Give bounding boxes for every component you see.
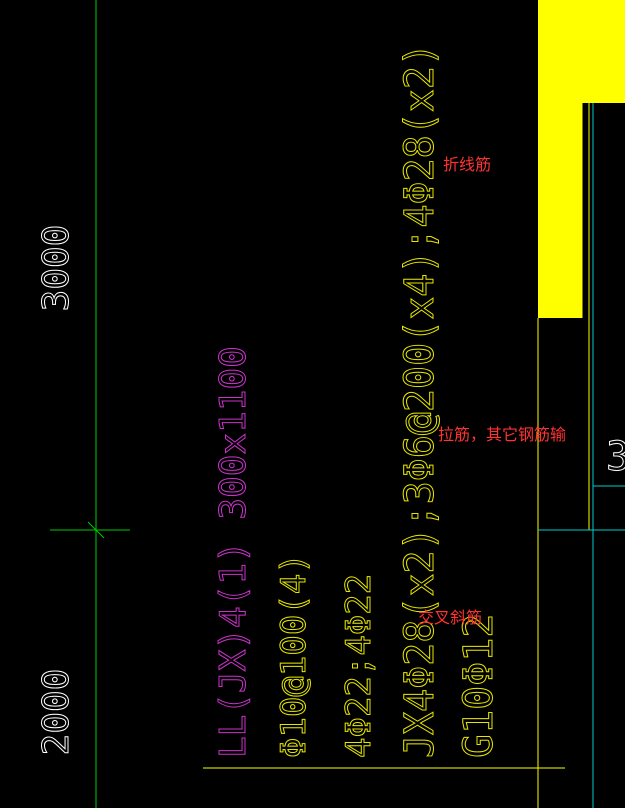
annotation-cross-bar: 交叉斜筋 [418,608,482,627]
main-bars-label[interactable]: 4Φ22;4Φ22 [339,573,380,758]
edge-glyph: 3 [606,434,625,480]
axis-tick-slash [87,521,105,539]
annotation-tie-bar: 拉筋，其它钢筋输 [438,425,566,444]
dimension-3000: 3000 [36,225,77,312]
diagonal-bars-label[interactable]: JX4Φ28(x2);3Φ6@200(x4);4Φ28(x2) [397,43,444,759]
dimension-2000: 2000 [36,669,77,756]
beam-title-label[interactable]: LL(JX)4(1) 300x1100 [213,346,255,759]
side-bars-label[interactable]: G10Φ12 [456,613,503,759]
annotation-bent-bar: 折线筋 [443,155,491,174]
stirrup-label[interactable]: Φ10@100(4) [274,553,315,759]
